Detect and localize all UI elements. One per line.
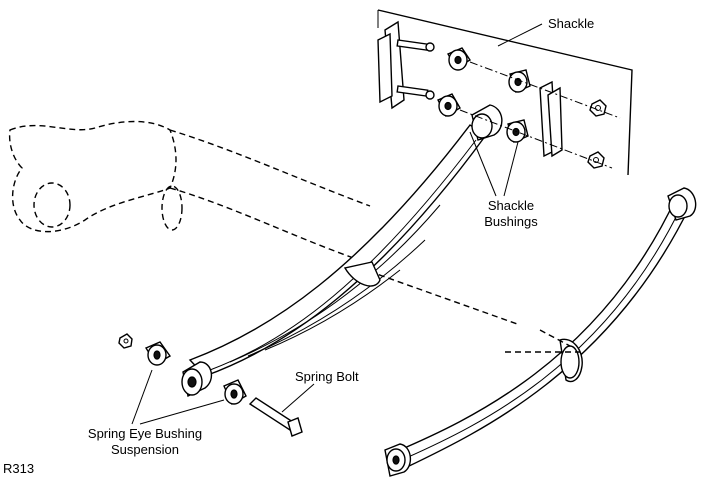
axle-housing [8,120,521,326]
figure-code: R313 [3,461,35,476]
spring-eye [181,361,213,398]
label-shackle-bushings: Shackle Bushings [476,198,546,230]
spring-bolt [248,397,303,437]
shackle-assembly [377,20,563,158]
spring-rear-eye [471,104,503,141]
leaf-spring-main [188,124,488,377]
shackle-nuts [587,99,607,169]
label-shackle: Shackle [548,16,595,31]
shackle-bushings [437,47,531,143]
label-spring-bolt: Spring Bolt [295,369,359,384]
label-spring-eye-line1: Spring Eye Bushing [87,426,203,441]
label-shackle-bushings-line2: Bushings [484,214,538,229]
leaf-spring-secondary [384,187,697,477]
spring-eye-bushing-parts [118,333,247,405]
leader-lines [131,23,543,425]
shackle-centerlines [459,61,621,169]
label-shackle-bushings-line1: Shackle [487,198,535,213]
label-spring-eye-bushing: Spring Eye Bushing Suspension [70,426,220,458]
label-spring-eye-line2: Suspension [111,442,179,457]
frame-bracket-plate [377,9,633,176]
